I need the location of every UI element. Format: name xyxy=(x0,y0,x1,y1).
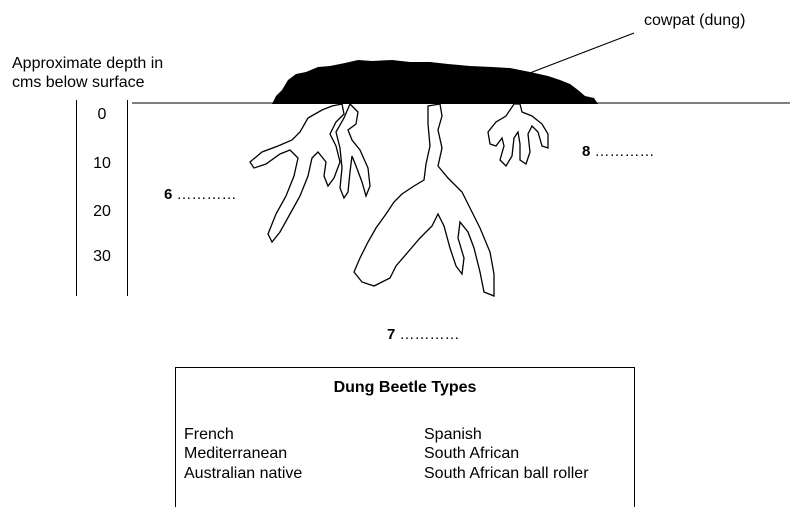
tunnel-8-answer-dots: ………… xyxy=(595,143,655,160)
tunnel-6-shape xyxy=(250,104,370,242)
depth-scale: 0 10 20 30 xyxy=(76,100,128,296)
legend-title: Dung Beetle Types xyxy=(176,379,634,397)
legend-item-australian-native: Australian native xyxy=(184,464,302,483)
tunnel-7-number: 7 xyxy=(387,326,395,343)
cowpat-label: cowpat (dung) xyxy=(644,12,745,30)
legend-item-south-african-ball-roller: South African ball roller xyxy=(424,464,589,483)
depth-tick-0: 0 xyxy=(77,106,127,124)
legend-item-south-african: South African xyxy=(424,444,519,463)
tunnel-7-shape xyxy=(354,104,494,296)
cowpat-shape xyxy=(272,60,598,104)
tunnel-8-shape xyxy=(488,104,548,166)
beetle-types-legend: Dung Beetle Types French Mediterranean A… xyxy=(175,367,635,507)
tunnel-7-answer-dots: ………… xyxy=(400,326,460,343)
tunnel-6-answer-dots: ………… xyxy=(177,186,237,203)
depth-tick-10: 10 xyxy=(77,155,127,173)
legend-item-french: French xyxy=(184,425,234,444)
depth-tick-20: 20 xyxy=(77,203,127,221)
tunnel-6-number: 6 xyxy=(164,186,172,203)
tunnel-6-label: 6 ………… xyxy=(164,186,237,203)
depth-axis-title-line1: Approximate depth in xyxy=(12,54,163,73)
tunnel-7-label: 7 ………… xyxy=(387,326,460,343)
cowpat-pointer-line xyxy=(522,33,634,76)
legend-item-spanish: Spanish xyxy=(424,425,482,444)
legend-item-mediterranean: Mediterranean xyxy=(184,444,287,463)
depth-axis-title: Approximate depth in cms below surface xyxy=(12,54,163,92)
tunnel-8-label: 8 ………… xyxy=(582,143,655,160)
tunnel-8-number: 8 xyxy=(582,143,590,160)
depth-axis-title-line2: cms below surface xyxy=(12,73,163,92)
depth-tick-30: 30 xyxy=(77,248,127,266)
